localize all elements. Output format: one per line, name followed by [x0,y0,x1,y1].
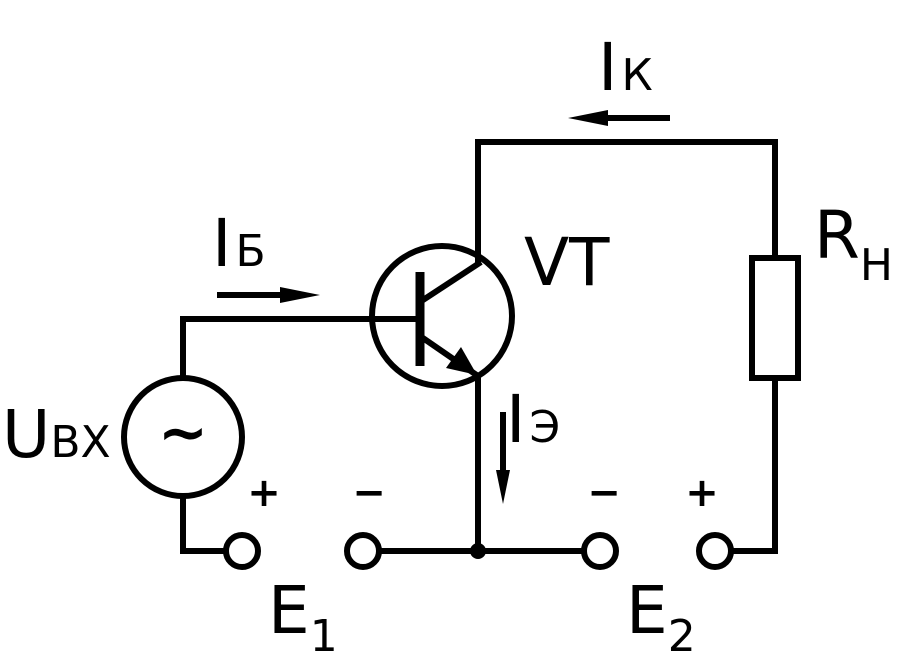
collector-current-label: IК [598,29,653,106]
emitter-current-arrow-icon [496,412,510,504]
e2-minus-sign: − [587,470,621,516]
e1-positive-terminal [223,532,261,570]
emitter-arrow-icon [446,347,477,375]
wire-source-to-e1 [180,497,224,554]
source-e2-label: E2 [626,572,696,662]
e2-negative-terminal [581,532,619,570]
load-resistor [749,255,801,381]
e1-plus-sign: + [247,470,281,516]
junction-node [470,543,486,559]
e1-minus-sign: − [352,470,386,516]
transistor-label: VT [524,224,610,301]
load-resistor-label: RН [814,197,893,291]
emitter-current-label: IЭ [506,381,560,458]
base-current-arrow-icon [217,287,320,303]
input-voltage-label: UВХ [2,396,111,473]
source-e1-label: E1 [268,572,338,662]
ac-source-symbol: ~ [158,398,208,468]
e2-plus-sign: + [685,470,719,516]
base-current-label: IБ [212,205,266,282]
collector-current-arrow-icon [568,110,670,126]
wire-input-to-base [180,316,418,378]
ac-voltage-source: ~ [121,375,245,499]
e1-negative-terminal [344,532,382,570]
wire-collector-to-load [475,139,778,263]
wire-load-to-e2 [731,378,778,554]
transistor-vt [369,243,515,389]
e2-positive-terminal [696,532,734,570]
